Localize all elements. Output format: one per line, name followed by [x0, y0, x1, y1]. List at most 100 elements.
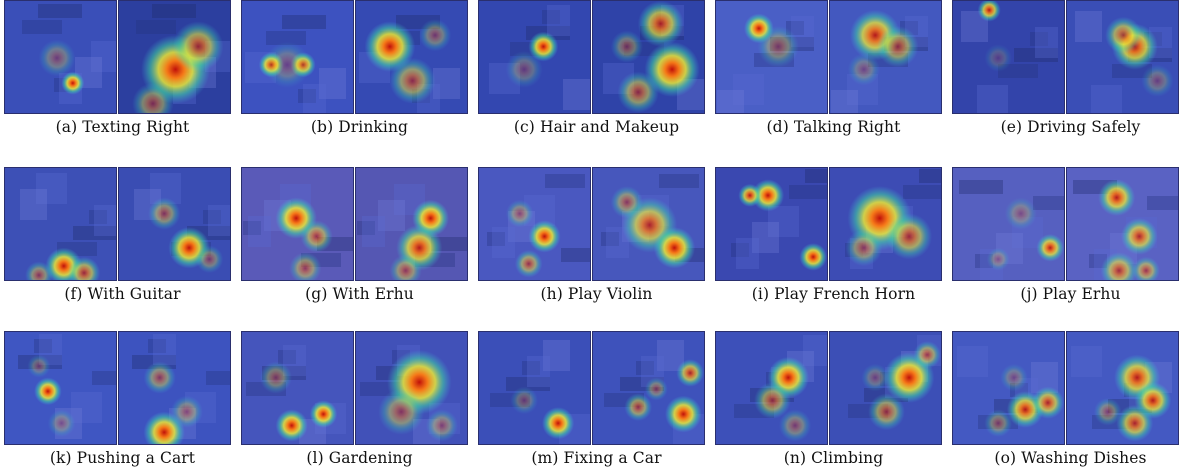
scene-shape: [506, 377, 550, 391]
scene-shape: [1035, 27, 1058, 58]
heat-blob: [1004, 197, 1037, 230]
heat-blob: [68, 256, 101, 280]
heatmap-overlay: [1067, 1, 1178, 113]
heatmap-image-left: [952, 167, 1065, 281]
scene-shape: [547, 5, 570, 36]
heat-blob: [610, 186, 643, 219]
heat-blob: [505, 199, 534, 228]
heat-blob: [665, 395, 702, 433]
heat-blob: [27, 354, 51, 378]
heatmap-overlay: [716, 332, 827, 444]
panel-caption: (k) Pushing a Cart: [49, 449, 196, 467]
heat-blob: [132, 82, 174, 113]
heatmap-overlay: [953, 332, 1064, 444]
image-pair: [4, 0, 241, 114]
image-pair: [715, 0, 952, 114]
heat-blob: [419, 19, 452, 52]
scene-shape: [203, 210, 221, 224]
heat-blob: [1132, 256, 1160, 280]
scene-shape: [148, 339, 166, 353]
scene-shape: [606, 227, 629, 258]
scene-shape: [487, 232, 505, 246]
heatmap-image-right: [592, 331, 705, 445]
heatmap-image-left: [952, 331, 1065, 445]
heat-blob: [644, 377, 668, 401]
image-pair: [241, 167, 478, 281]
scene-shape: [433, 68, 460, 99]
scene-shape: [282, 15, 326, 29]
heatmap-overlay: [5, 168, 116, 280]
scene-shape: [71, 392, 102, 423]
scene-shape: [36, 173, 67, 204]
image-pair: [478, 167, 715, 281]
heatmap-image-left: [715, 331, 828, 445]
heatmap-image-right: [355, 331, 468, 445]
heat-blob: [986, 247, 1010, 271]
heat-blob: [637, 1, 684, 47]
heatmap-overlay: [479, 168, 590, 280]
heatmap-overlay: [830, 1, 941, 113]
scene-shape: [34, 339, 52, 353]
heat-blob: [170, 395, 203, 428]
heat-blob: [847, 53, 880, 86]
scene-shape: [136, 20, 176, 34]
scene-shape: [248, 216, 271, 247]
panel-caption: (a) Texting Right: [55, 118, 190, 136]
heatmap-image-right: [592, 167, 705, 281]
scene-shape: [206, 371, 230, 385]
heat-blob: [389, 254, 422, 280]
heat-blob: [676, 359, 704, 387]
heat-blob: [779, 409, 812, 442]
scene-shape: [543, 340, 570, 371]
heatmap-overlay: [119, 168, 230, 280]
heatmap-overlay: [242, 1, 353, 113]
heat-blob: [610, 30, 643, 63]
heatmap-overlay: [593, 332, 704, 444]
scene-shape: [561, 248, 590, 262]
heatmap-overlay: [716, 1, 827, 113]
panel-caption: (c) Hair and Makeup: [513, 118, 680, 136]
heatmap-image-right: [1066, 167, 1179, 281]
image-pair: [952, 167, 1183, 281]
heat-blob: [1093, 398, 1122, 426]
scene-shape: [919, 169, 941, 183]
heatmap-overlay: [242, 168, 353, 280]
heat-blob: [528, 220, 561, 253]
scene-shape: [527, 356, 550, 387]
scene-shape: [378, 200, 405, 231]
image-pair: [715, 331, 952, 445]
heat-blob: [47, 409, 76, 437]
heatmap-overlay: [356, 332, 467, 444]
heatmap-image-left: [478, 0, 591, 114]
image-pair: [952, 331, 1183, 445]
scene-shape: [542, 10, 560, 24]
heatmap-image-left: [715, 0, 828, 114]
heatmap-overlay: [119, 332, 230, 444]
heatmap-image-right: [592, 0, 705, 114]
heatmap-image-left: [4, 167, 117, 281]
heat-blob: [877, 25, 919, 68]
scene-shape: [91, 41, 116, 72]
scene-shape: [298, 89, 316, 103]
panel-caption: (n) Climbing: [783, 449, 884, 467]
heatmap-image-right: [355, 167, 468, 281]
panel-caption: (j) Play Erhu: [1020, 285, 1121, 303]
image-pair: [4, 331, 241, 445]
panel-caption: (f) With Guitar: [64, 285, 181, 303]
heat-blob: [25, 261, 53, 280]
scene-shape: [957, 346, 988, 377]
scene-shape: [789, 185, 827, 199]
heat-blob: [1031, 386, 1064, 419]
heat-blob: [984, 409, 1012, 437]
heatmap-overlay: [5, 1, 116, 113]
heat-blob: [653, 227, 696, 269]
scene-shape: [22, 20, 62, 34]
scene-shape: [319, 68, 346, 99]
panel-caption: (h) Play Violin: [540, 285, 653, 303]
heatmap-overlay: [830, 332, 941, 444]
scene-shape: [20, 189, 47, 220]
scene-shape: [731, 243, 749, 257]
scene-shape: [803, 335, 827, 366]
heat-blob: [757, 25, 799, 68]
